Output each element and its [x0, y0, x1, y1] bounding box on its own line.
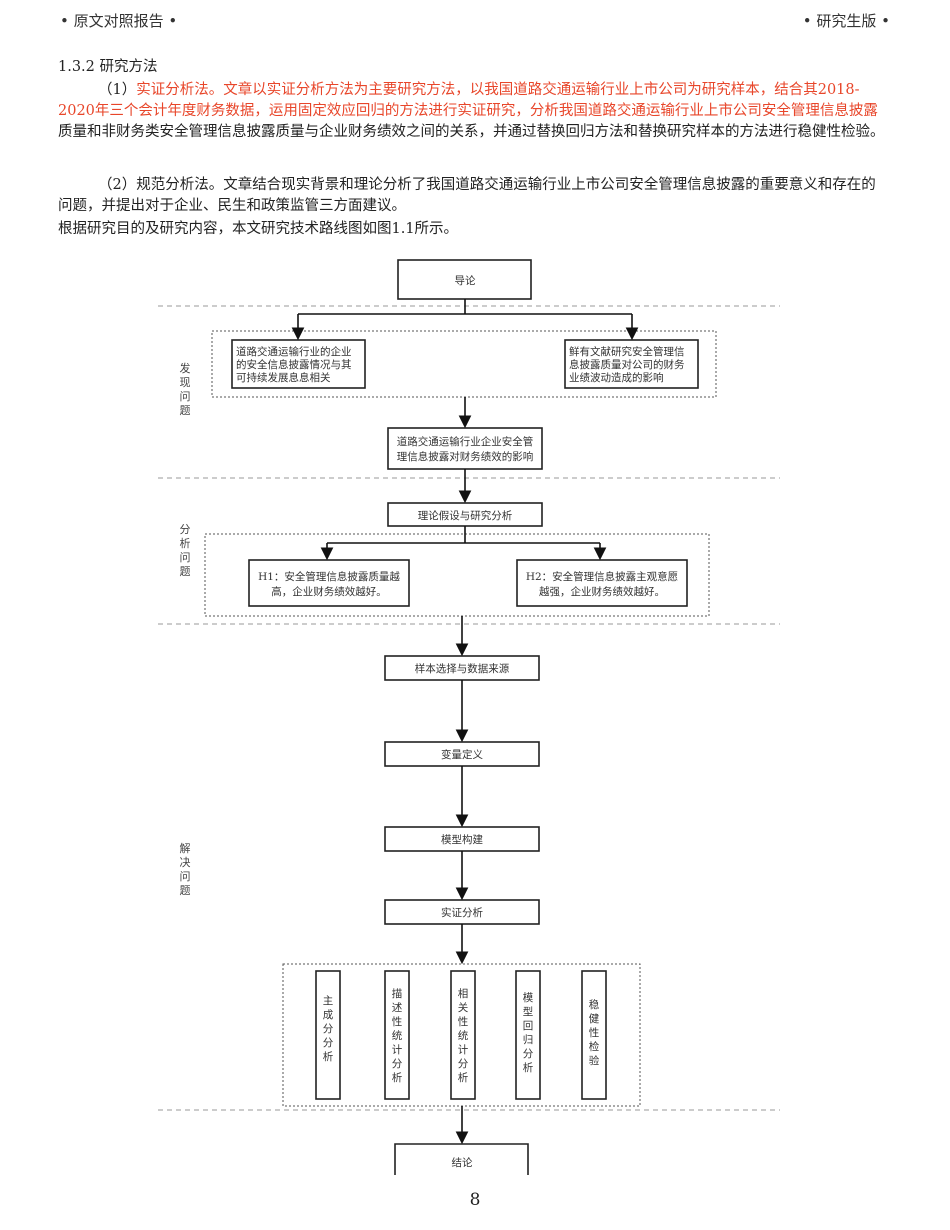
section-title: 1.3.2 研究方法: [58, 59, 158, 75]
analysis-box-1: [315, 970, 341, 1100]
page-number: 8: [469, 1190, 481, 1210]
header-left: • 原文对照报告 •: [60, 12, 178, 30]
conclusion-label: 结论: [452, 1156, 473, 1169]
research-question-line-2: 理信息披露对财务绩效的影响: [397, 450, 534, 463]
header-right: • 研究生版 •: [802, 12, 890, 30]
analysis-label-3: 相关性统计分析: [458, 987, 469, 1084]
h1-line-2: 高，企业财务绩效越好。: [271, 585, 387, 598]
variables-label: 变量定义: [441, 748, 483, 761]
para2-text: （2）规范分析法。文章结合现实背景和理论分析了我国道路交通运输行业上市公司安全管…: [58, 177, 876, 214]
para1-rest: 质量和非财务类安全管理信息披露质量与企业财务绩效之间的关系，并通过替换回归方法和…: [58, 124, 885, 140]
analysis-label-4: 模型回归分析: [523, 992, 534, 1074]
problem-right-line-1: 鲜有文献研究安全管理信: [569, 345, 685, 358]
h1-box: [248, 559, 410, 607]
stage-label-discover: 发现问题: [180, 361, 191, 417]
para1-prefix: （1）: [98, 82, 137, 98]
para1-highlighted: 实证分析法。文章以实证分析方法为主要研究方法，以我国道路交通运输行业上市公司为研…: [58, 82, 878, 119]
model-label: 模型构建: [441, 833, 483, 846]
paragraph-normative-method: （2）规范分析法。文章结合现实背景和理论分析了我国道路交通运输行业上市公司安全管…: [58, 175, 890, 217]
problem-left-line-2: 的安全信息披露情况与其: [236, 358, 352, 371]
analysis-label-1: 主成分分析: [323, 995, 334, 1063]
analysis-box-3: [450, 970, 476, 1100]
model-box: [384, 826, 540, 852]
problem-group-box: [211, 330, 717, 398]
empirical-label: 实证分析: [441, 906, 483, 919]
problem-right-line-2: 息披露质量对公司的财务: [569, 358, 685, 371]
stage-label-analyze: 分析问题: [180, 523, 191, 578]
analysis-box-2: [384, 970, 410, 1100]
paragraph-roadmap-intro: 根据研究目的及研究内容，本文研究技术路线图如图1.1所示。: [58, 221, 459, 237]
research-question-line-1: 道路交通运输行业企业安全管: [397, 435, 534, 448]
h1-line-1: H1：安全管理信息披露质量越: [258, 570, 400, 583]
h2-line-2: 越强，企业财务绩效越好。: [539, 585, 665, 598]
analysis-label-5: 稳健性检验: [589, 998, 600, 1067]
sample-label: 样本选择与数据来源: [415, 662, 510, 675]
stage-separators: [158, 305, 780, 1111]
stage-label-solve: 解决问题: [180, 841, 191, 897]
analysis-box-4: [515, 970, 541, 1100]
analysis-box-5: [581, 970, 607, 1100]
problem-left-line-3: 可持续发展息息相关: [236, 371, 331, 384]
paragraph-empirical-method: （1）实证分析法。文章以实证分析方法为主要研究方法，以我国道路交通运输行业上市公…: [58, 80, 890, 143]
h2-box: [516, 559, 688, 607]
intro-label: 导论: [455, 274, 476, 287]
hypothesis-title-label: 理论假设与研究分析: [418, 509, 513, 522]
hypothesis-group-box: [204, 533, 710, 617]
problem-right-line-3: 业绩波动造成的影响: [569, 371, 664, 384]
problem-right-box: [564, 339, 699, 389]
h2-line-1: H2：安全管理信息披露主观意愿: [526, 570, 678, 583]
analysis-label-2: 描述性统计分析: [392, 987, 403, 1084]
problem-left-line-1: 道路交通运输行业的企业: [236, 345, 352, 358]
